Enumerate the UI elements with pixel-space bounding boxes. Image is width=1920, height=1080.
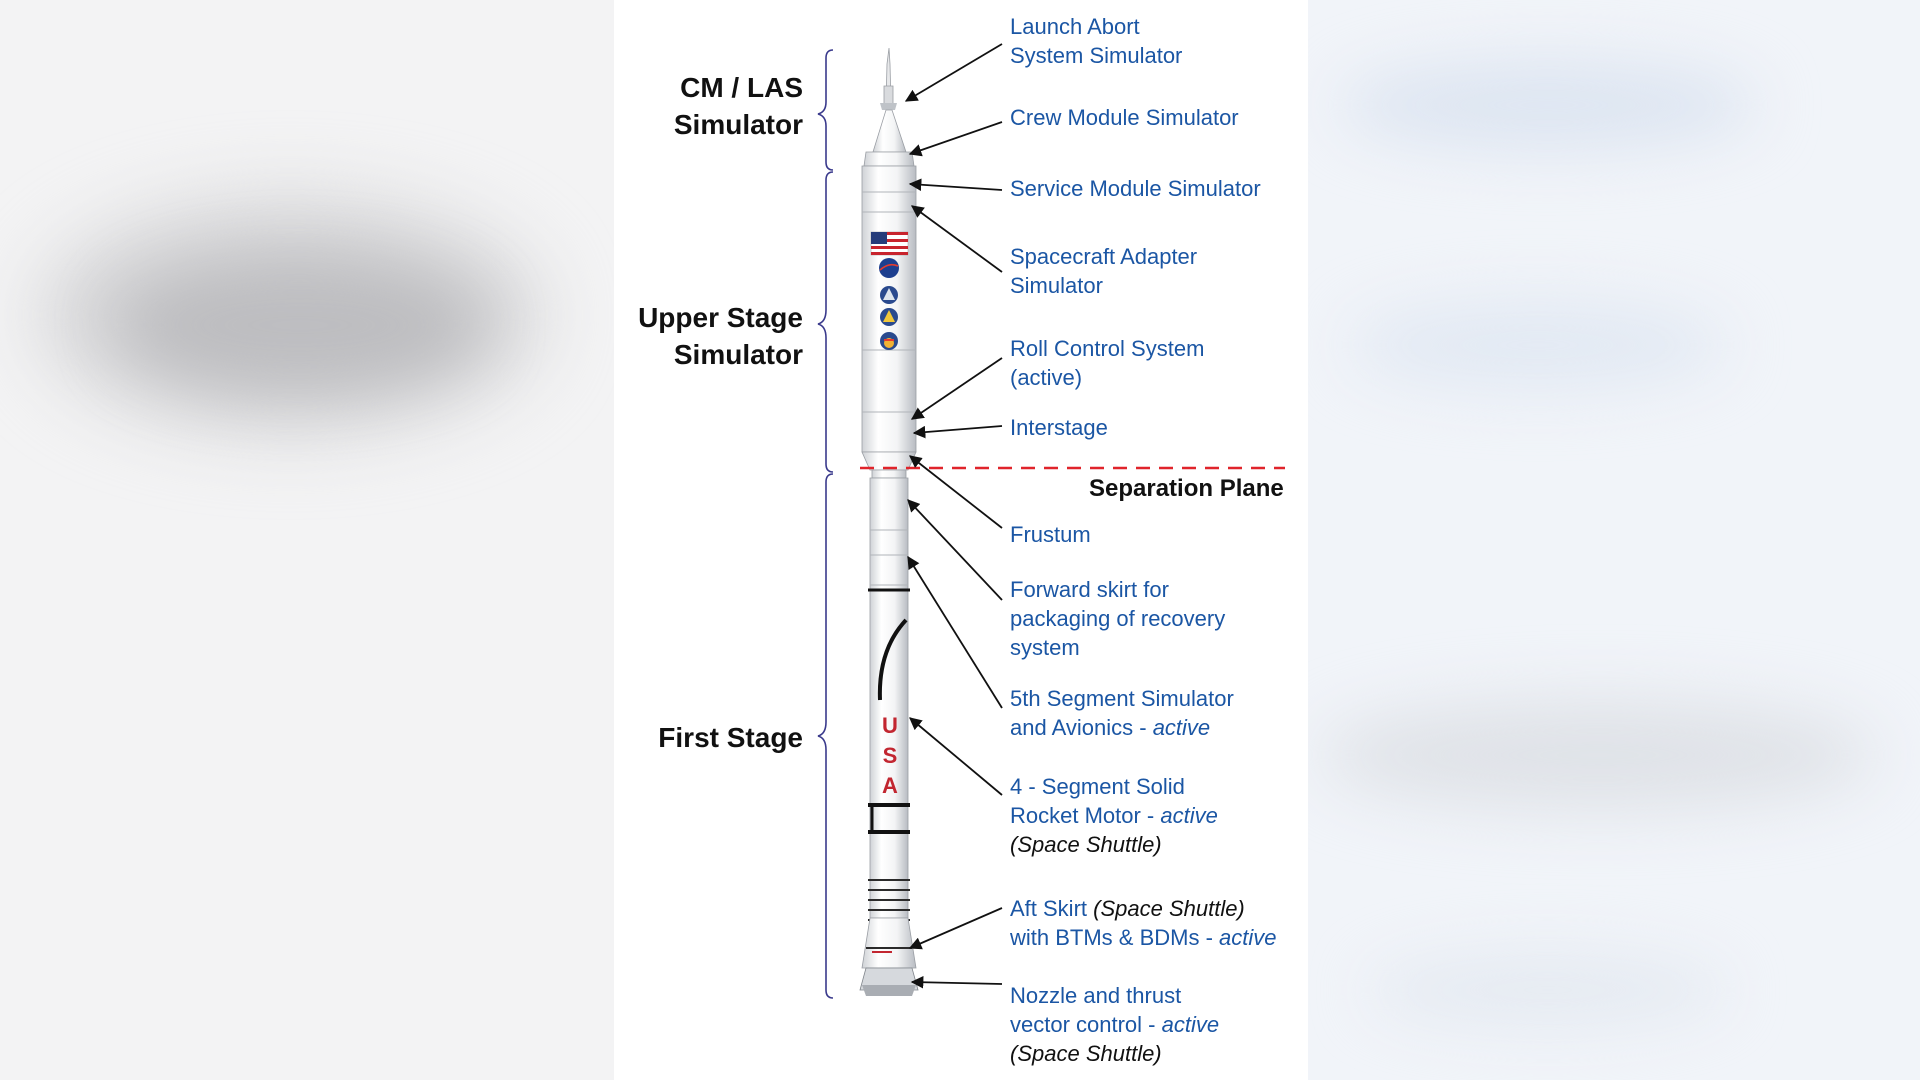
group-brace-cm-las bbox=[817, 49, 834, 171]
callout-line: packaging of recovery bbox=[1010, 606, 1226, 631]
flag-icon bbox=[870, 231, 909, 256]
callout-arrow bbox=[909, 717, 1003, 796]
blurred-shape bbox=[120, 260, 480, 390]
callout-arrow bbox=[908, 907, 1003, 950]
group-label-line: Upper Stage bbox=[638, 302, 803, 333]
callout-arrows bbox=[904, 43, 1003, 989]
aft-skirt bbox=[861, 917, 917, 969]
usa-letter: U bbox=[882, 713, 898, 738]
callout-line: 4 - Segment Solid bbox=[1010, 774, 1185, 799]
roll-stripe bbox=[877, 618, 908, 701]
callout-arrow bbox=[907, 499, 1003, 601]
usa-letter: S bbox=[883, 743, 898, 768]
callout-service-module: Service Module Simulator bbox=[1010, 174, 1261, 203]
callout-emphasis: active bbox=[1161, 1012, 1220, 1037]
callout-arrow bbox=[908, 121, 1003, 157]
callout-line: vector control - active bbox=[1010, 1010, 1219, 1039]
callout-text: Aft Skirt bbox=[1010, 896, 1094, 921]
callout-arrow bbox=[910, 975, 1003, 989]
diagram-panel bbox=[614, 0, 1308, 1080]
callout-line: Service Module Simulator bbox=[1010, 176, 1261, 201]
callout-line: 5th Segment Simulator bbox=[1010, 686, 1234, 711]
launch-abort-motor bbox=[883, 85, 894, 105]
callout-launch-abort-system: Launch Abort System Simulator bbox=[1010, 12, 1182, 70]
callout-note: (Space Shuttle) bbox=[1010, 1041, 1162, 1066]
callout-line: system bbox=[1010, 635, 1080, 660]
callout-solid-rocket-motor: 4 - Segment Solid Rocket Motor - active … bbox=[1010, 772, 1218, 859]
group-brace-upper-stage bbox=[817, 171, 834, 473]
callout-arrow bbox=[910, 357, 1003, 420]
callout-line: Simulator bbox=[1010, 273, 1103, 298]
callout-aft-skirt: Aft Skirt (Space Shuttle) with BTMs & BD… bbox=[1010, 894, 1277, 952]
group-label-line: Simulator bbox=[673, 339, 803, 370]
group-label-line: First Stage bbox=[658, 722, 803, 753]
callout-text: and Avionics - bbox=[1010, 715, 1153, 740]
blurred-shape bbox=[1348, 300, 1728, 390]
callout-arrow bbox=[910, 205, 1003, 273]
group-label-upper-stage: Upper Stage Simulator bbox=[638, 299, 803, 373]
callout-fifth-segment: 5th Segment Simulator and Avionics - act… bbox=[1010, 684, 1234, 742]
callout-emphasis: active bbox=[1160, 803, 1218, 828]
callout-line: with BTMs & BDMs - active bbox=[1010, 923, 1277, 952]
nasa-logo-icon bbox=[879, 258, 899, 278]
blurred-shape bbox=[1338, 60, 1758, 150]
callout-roll-control-system: Roll Control System (active) bbox=[1010, 334, 1204, 392]
callout-arrow bbox=[904, 43, 1003, 102]
mission-patch-icon bbox=[880, 286, 898, 304]
frustum bbox=[871, 469, 907, 479]
callout-arrow bbox=[907, 555, 1003, 709]
callout-line: Spacecraft Adapter bbox=[1010, 244, 1198, 269]
callout-line: Nozzle and thrust bbox=[1010, 983, 1182, 1008]
callout-emphasis: active bbox=[1219, 925, 1277, 950]
callout-nozzle: Nozzle and thrust vector control - activ… bbox=[1010, 981, 1219, 1068]
callout-line: Forward skirt for bbox=[1010, 577, 1169, 602]
callout-note: (Space Shuttle) bbox=[1010, 832, 1162, 857]
callout-arrow bbox=[909, 455, 1003, 529]
background-right bbox=[1308, 0, 1920, 1080]
background-left bbox=[0, 0, 614, 1080]
blurred-shape bbox=[1318, 700, 1878, 810]
callout-line: Aft Skirt (Space Shuttle) bbox=[1010, 894, 1277, 923]
callout-line: Crew Module Simulator bbox=[1010, 105, 1239, 130]
separation-plane-label: Separation Plane bbox=[1089, 475, 1284, 502]
callout-arrow bbox=[912, 425, 1003, 439]
group-brace-first-stage bbox=[817, 473, 834, 999]
callout-line: (active) bbox=[1010, 365, 1083, 390]
callout-line: and Avionics - active bbox=[1010, 713, 1234, 742]
callout-text: with BTMs & BDMs - bbox=[1010, 925, 1220, 950]
callout-line: Frustum bbox=[1010, 522, 1091, 547]
group-label-cm-las: CM / LAS Simulator bbox=[674, 69, 803, 143]
callout-emphasis: active bbox=[1152, 715, 1211, 740]
usa-letter: A bbox=[882, 773, 898, 798]
mission-patch-icon bbox=[880, 332, 898, 350]
first-stage-body bbox=[869, 477, 909, 919]
callout-line: Rocket Motor - active bbox=[1010, 801, 1218, 830]
callout-crew-module: Crew Module Simulator bbox=[1010, 103, 1239, 132]
group-label-line: CM / LAS bbox=[680, 72, 803, 103]
callout-line: System Simulator bbox=[1010, 43, 1183, 68]
group-label-first-stage: First Stage bbox=[658, 719, 803, 756]
interstage bbox=[861, 451, 917, 471]
callout-note: (Space Shuttle) bbox=[1093, 896, 1245, 921]
callout-arrow bbox=[908, 178, 1003, 192]
callout-spacecraft-adapter: Spacecraft Adapter Simulator bbox=[1010, 242, 1197, 300]
crew-module bbox=[872, 109, 907, 153]
callout-text: vector control - bbox=[1010, 1012, 1162, 1037]
blurred-shape bbox=[1368, 950, 1728, 1030]
callout-line: Interstage bbox=[1010, 415, 1108, 440]
rocket: U S A bbox=[859, 47, 919, 996]
callout-line: Roll Control System bbox=[1010, 336, 1205, 361]
callout-forward-skirt: Forward skirt for packaging of recovery … bbox=[1010, 575, 1225, 662]
callout-line: Launch Abort bbox=[1010, 14, 1140, 39]
mission-patch-icon bbox=[880, 308, 898, 326]
callout-text: Rocket Motor - bbox=[1010, 803, 1161, 828]
group-label-line: Simulator bbox=[673, 109, 803, 140]
callout-frustum: Frustum bbox=[1010, 520, 1091, 549]
nozzle bbox=[859, 967, 919, 991]
callout-interstage: Interstage bbox=[1010, 413, 1108, 442]
